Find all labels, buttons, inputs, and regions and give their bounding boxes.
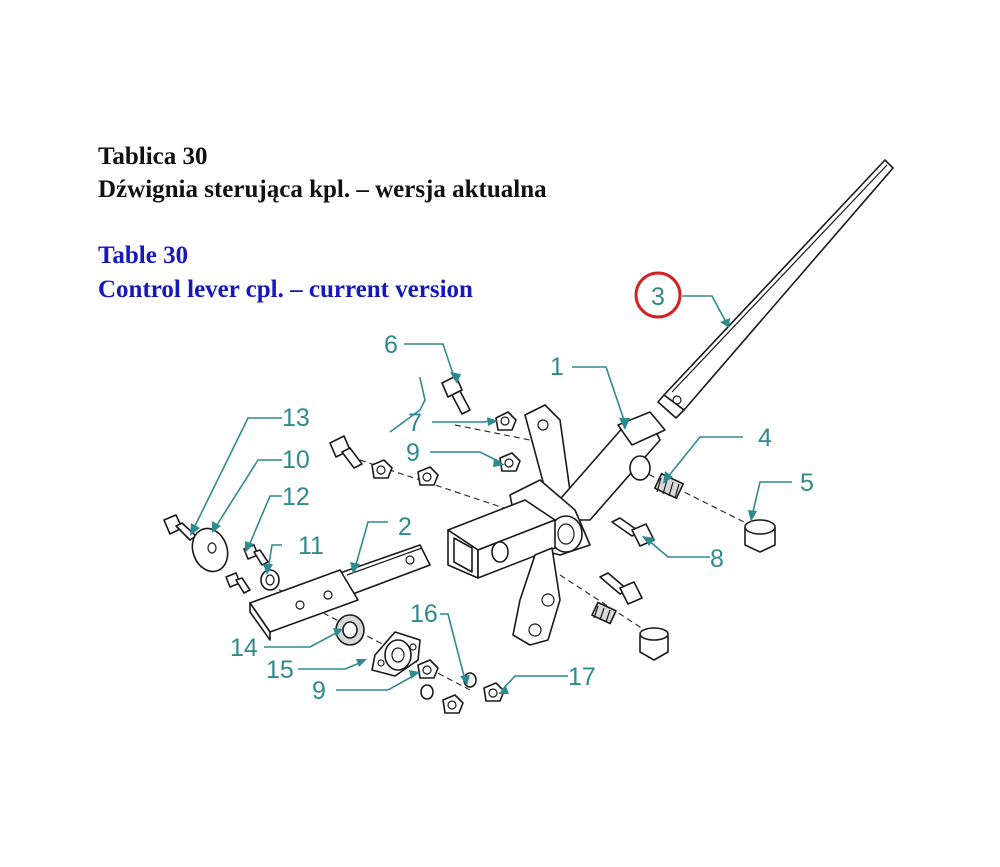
callout-15: 15	[266, 656, 294, 684]
callout-9-upper: 9	[406, 439, 420, 467]
callout-11: 11	[298, 532, 324, 560]
callout-2: 2	[398, 513, 412, 541]
callout-leader-lines	[192, 295, 792, 691]
bolt-left-upper	[329, 435, 363, 469]
callout-4: 4	[758, 424, 772, 452]
bolt-small-left	[225, 572, 251, 594]
knob-lower	[639, 627, 669, 661]
callout-14: 14	[230, 634, 258, 662]
part-3-lever	[657, 159, 894, 419]
nut-17	[442, 682, 505, 714]
washer-10	[191, 527, 229, 573]
callout-16: 16	[410, 600, 438, 628]
bushing-11	[260, 569, 280, 591]
title-english-description: Control lever cpl. – current version	[98, 276, 473, 303]
callout-5: 5	[800, 469, 814, 497]
bolt-lower-right	[599, 572, 643, 605]
title-english-table-number: Table 30	[98, 242, 189, 269]
callout-7: 7	[408, 409, 422, 437]
callout-arrowheads	[190, 318, 757, 694]
callout-9-lower: 9	[312, 677, 326, 705]
callout-12: 12	[282, 483, 310, 511]
title-polish-description: Dźwignia sterująca kpl. – wersja aktualn…	[98, 176, 547, 203]
callout-13: 13	[282, 404, 310, 432]
callout-6: 6	[384, 331, 398, 359]
spring-4	[653, 472, 685, 500]
callout-3: 3	[651, 283, 665, 311]
nut-9-lower	[417, 659, 439, 679]
callout-17: 17	[568, 663, 596, 691]
callout-1: 1	[550, 353, 564, 381]
nut-9-upper-pair	[371, 452, 521, 486]
spring-lower	[591, 601, 617, 625]
nut-7	[495, 411, 517, 431]
callout-10: 10	[282, 446, 310, 474]
title-polish-table-number: Tablica 30	[98, 143, 208, 170]
callout-8: 8	[710, 545, 724, 573]
bearing-housing-15	[371, 631, 421, 677]
part-2-plate	[249, 544, 431, 641]
part-1-bracket-frame	[447, 404, 666, 646]
knob-5	[744, 519, 776, 553]
callout-numbers: 1 2 3 4 5 6 7 8 9 9 10 11 12 13 14 15 16…	[230, 283, 814, 705]
highlight-circle-callout-3	[634, 271, 682, 319]
